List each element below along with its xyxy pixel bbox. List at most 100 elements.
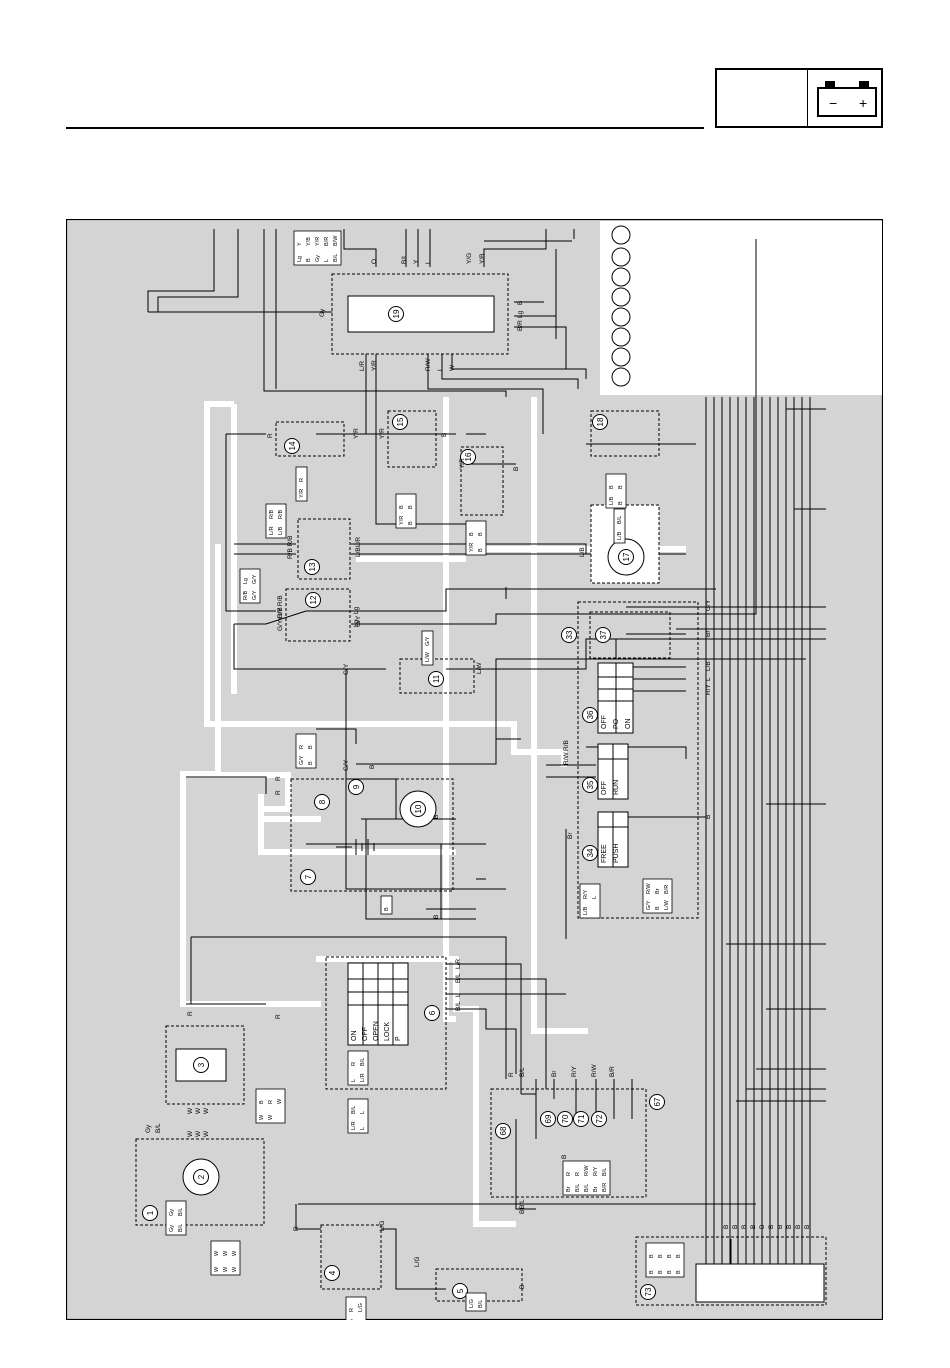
component-12-label: 12 (305, 592, 321, 608)
component-5-label: 5 (452, 1283, 468, 1299)
wire-label-mid: Y/R (353, 428, 360, 439)
connector-pin-label: G/Y (252, 574, 258, 584)
wire-label-fuse: Br (551, 1070, 558, 1077)
connector-pin-label: Y (297, 242, 303, 246)
lights-switch-position: PO (613, 718, 620, 729)
connector-pin-label: B/L (478, 1300, 484, 1308)
wire-label-panel33: G/Y (705, 599, 712, 611)
component-number: 9 (352, 784, 361, 789)
wire-label-starter: B (519, 1285, 526, 1289)
wire-label-ground: B (750, 1225, 757, 1229)
connector-pin-label: B (618, 501, 624, 505)
wire-label-mid: B (369, 765, 376, 769)
connector-pin-label: B (658, 1270, 664, 1274)
connector-pin-label: B/L (351, 1106, 357, 1114)
component-number: 72 (595, 1114, 604, 1123)
connector-pin-label: Br (593, 1186, 599, 1192)
component-number: 13 (308, 562, 317, 571)
connector-pin-label: B/L (333, 254, 339, 262)
legend-circle (611, 225, 631, 245)
connector-pin-label: L (351, 1079, 357, 1082)
component-1-label: 1 (142, 1205, 158, 1221)
connector-pin-label: B (649, 1270, 655, 1274)
connector-pin-label: B (667, 1254, 673, 1258)
wire-label-panel33: R/Y (705, 684, 712, 696)
component-4-label: 4 (324, 1265, 340, 1281)
connector-pin-label: G/Y (425, 636, 431, 646)
wire-label-left: B/L (155, 1123, 162, 1133)
wire-label-mid: Lg (353, 606, 360, 614)
engine-stop-position: RUN (613, 780, 620, 795)
connector-pin-label: B (609, 485, 615, 489)
connector-pin-label: W (214, 1266, 220, 1272)
connector-pin-label: B/L (617, 516, 623, 524)
main-switch-position: ON (351, 1031, 358, 1042)
connector-pin-label: L/W (664, 899, 670, 910)
main-switch-grid (347, 962, 409, 1046)
main-switch-position: P (395, 1036, 402, 1041)
connector-pin-label: L/R (269, 526, 275, 535)
component-6-label: 6 (424, 1005, 440, 1021)
legend-circle (611, 267, 631, 287)
connector-pin-label: W (259, 1114, 265, 1120)
component-number: 73 (644, 1287, 653, 1296)
component-67-label: 67 (649, 1094, 665, 1110)
connector-pin-label: B/R (324, 237, 330, 246)
connector-pin-label: B (676, 1254, 682, 1258)
connector-pin-label: B/L (360, 1058, 366, 1066)
connector-pin-label: R (268, 1100, 274, 1104)
connector-pin-label: R (299, 745, 305, 749)
connector-pin-label: B (308, 745, 314, 749)
wire-label-ground: B (732, 1225, 739, 1229)
component-number: 8 (318, 799, 327, 804)
component-number: 18 (596, 417, 605, 426)
component-37-label: 37 (595, 627, 611, 643)
handlebar-switch-grids (597, 662, 634, 868)
wire-label-panel33: Br (705, 630, 712, 637)
connector-pin-label: B (408, 521, 414, 525)
component-number: 34 (586, 848, 595, 857)
wire-label-switch6: L (455, 993, 462, 997)
component-number: 10 (414, 804, 423, 813)
wire-label-mid: B (513, 467, 520, 471)
connector-pin-label: Lg (243, 578, 249, 584)
component-number: 36 (586, 710, 595, 719)
connector-pin-label: L (360, 1111, 366, 1114)
wire-label-left: G/Y (343, 663, 350, 675)
component-13-label: 13 (304, 559, 320, 575)
connector-pin-label: Lg (297, 256, 303, 262)
wire-label-mid: Lg (353, 619, 360, 627)
wire-label-generator: W (195, 1107, 202, 1114)
connector-pin-label: R/Y (593, 1167, 599, 1177)
component-73-label: 73 (640, 1284, 656, 1300)
wire-label-mid: B (433, 815, 440, 819)
component-69-label: 69 (540, 1111, 556, 1127)
wire-label-ground: B (723, 1225, 730, 1229)
component-16-label: 16 (460, 449, 476, 465)
wire-label-generator: W (187, 1107, 194, 1114)
wire-label-ground: B (741, 1225, 748, 1229)
wire-label-ground: B (777, 1225, 784, 1229)
wire-label-panel33: L (705, 677, 712, 681)
wire-label-generator: W (203, 1130, 210, 1137)
component-number: 3 (197, 1062, 206, 1067)
wire-label-panel33: B (705, 815, 712, 819)
legend-circle (611, 347, 631, 367)
wire-label-fuse: R/Y (571, 1066, 578, 1078)
wires (147, 229, 826, 1290)
wire-label-mid: Y/R (459, 458, 466, 469)
wire-label-left: G/Y R/B (277, 595, 284, 619)
component-number: 2 (197, 1174, 206, 1179)
connector-pin-label: L/W (425, 651, 431, 662)
component-10-label: 10 (410, 801, 426, 817)
wire-label-top: Y/G (466, 253, 473, 264)
wire-label-starter: L/G (379, 1221, 386, 1231)
component-number: 15 (396, 417, 405, 426)
component-number: 70 (561, 1114, 570, 1123)
connector-pin-label: R (566, 1172, 572, 1176)
